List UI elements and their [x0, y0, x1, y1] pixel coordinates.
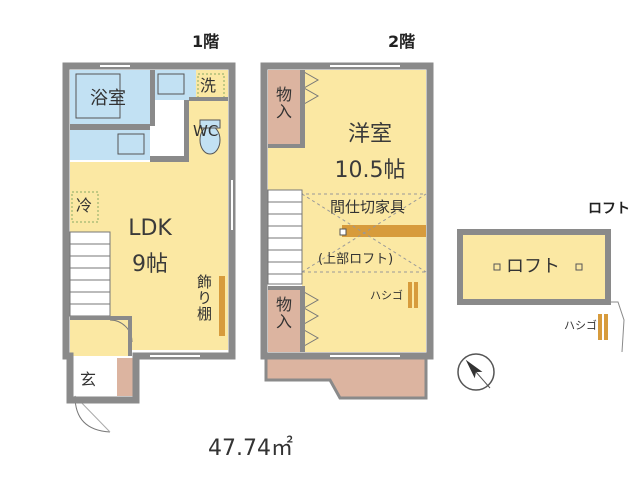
- bath-floor: [70, 70, 150, 124]
- western-room-size-label: 10.5帖: [334, 158, 406, 183]
- storage-top-label: 物入: [273, 86, 292, 120]
- entrance-label: 玄: [80, 370, 97, 389]
- storage-bottom-label: 物入: [273, 296, 292, 330]
- ladder-2f: [408, 282, 412, 308]
- outer-wall-1f: [62, 62, 236, 404]
- western-room-name-label: 洋室: [347, 122, 392, 147]
- north-compass-icon: [457, 353, 495, 391]
- ladder-loft-label: ハシゴ: [564, 319, 597, 332]
- loft-room-label: ロフト: [506, 256, 560, 277]
- washbasin: [157, 73, 185, 95]
- bathtub: [75, 73, 121, 119]
- storage-bottom: [268, 290, 302, 352]
- bath-label: 浴室: [90, 88, 126, 109]
- interior-walls-1f: [70, 70, 228, 356]
- total-area-label: 47.74㎡: [208, 436, 293, 461]
- ldk-size-label: 9帖: [132, 252, 168, 277]
- entrance-floor: [75, 358, 117, 396]
- hall-2f-floor: [268, 148, 302, 190]
- toilet-tank: [199, 119, 221, 129]
- loft-plan: [457, 229, 625, 353]
- shelf-label: 飾り棚: [195, 274, 213, 322]
- ladder-loft: [598, 314, 602, 340]
- loft-floor: [457, 229, 611, 305]
- storage-top: [268, 70, 302, 144]
- fridge-box: [71, 191, 99, 223]
- second-floor-plan: [260, 62, 434, 400]
- western-room-floor: [302, 70, 426, 352]
- balcony: [264, 356, 428, 400]
- shelf-bar: [219, 276, 225, 336]
- wc-label: WC: [193, 122, 219, 140]
- loft-floor-label: ロフト: [588, 201, 630, 217]
- stairs-1f: [69, 231, 111, 317]
- laundry-box: [197, 73, 225, 99]
- interior-walls-2f: [268, 70, 305, 352]
- stairs-2f: [267, 189, 303, 285]
- entrance-step: [117, 358, 134, 396]
- vanity-floor: [70, 130, 150, 160]
- ladder-2f-label: ハシゴ: [370, 289, 403, 302]
- laundry-floor: [196, 70, 228, 100]
- fridge-label: 冷: [76, 196, 93, 215]
- hall-floor: [70, 318, 132, 356]
- partition-furniture-label: 間仕切家具: [330, 198, 406, 216]
- upper-loft-label: (上部ロフト): [318, 252, 394, 267]
- second-floor-label: 2階: [388, 32, 416, 51]
- laundry-label: 洗: [200, 76, 217, 95]
- ldk-name-label: LDK: [128, 216, 172, 241]
- vanity-sink: [117, 133, 145, 155]
- partition-furniture: [342, 225, 426, 237]
- first-floor-plan: [62, 62, 236, 433]
- first-floor-label: 1階: [192, 32, 220, 51]
